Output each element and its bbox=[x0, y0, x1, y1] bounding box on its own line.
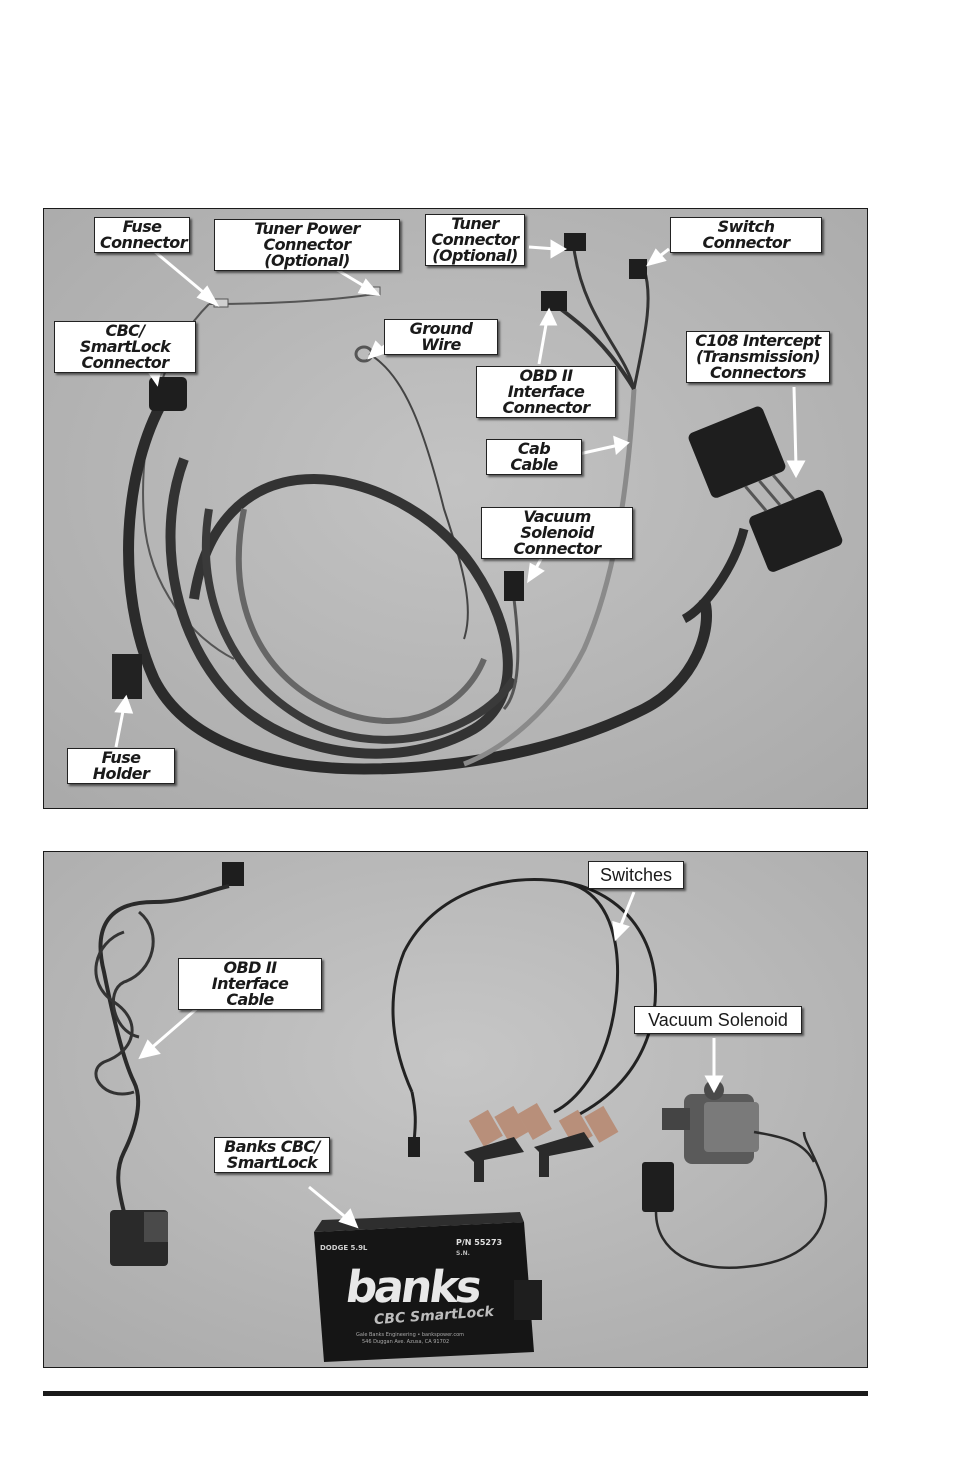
vacuum-solenoid-connector-label: Vacuum Solenoid Connector bbox=[481, 507, 633, 559]
footer-rule bbox=[43, 1391, 868, 1396]
fuse-connector-label: Fuse Connector bbox=[94, 217, 190, 253]
cab-cable-label: Cab Cable bbox=[486, 439, 582, 475]
obd-ii-interface-cable-label: OBD II Interface Cable bbox=[178, 958, 322, 1010]
fuse-holder-label: Fuse Holder bbox=[67, 748, 175, 784]
tuner-connector-label: Tuner Connector (Optional) bbox=[425, 214, 525, 266]
switch-connector-label: Switch Connector bbox=[670, 217, 822, 253]
obd-ii-interface-connector-label: OBD II Interface Connector bbox=[476, 366, 616, 418]
device-footer-line1: Gale Banks Engineering • bankspower.com bbox=[356, 1332, 465, 1338]
banks-cbc-smartlock-module bbox=[314, 1212, 542, 1362]
components-photo: DODGE 5.9L P/N 55273 S.N. banks CBC Smar… bbox=[43, 851, 868, 1368]
wiring-harness-illustration bbox=[44, 209, 867, 808]
banks-cbc-smartlock-label: Banks CBC/ SmartLock bbox=[214, 1137, 330, 1173]
c108-intercept-connectors-label: C108 Intercept (Transmission) Connectors bbox=[686, 331, 830, 383]
cbc-smartlock-connector-label: CBC/ SmartLock Connector bbox=[54, 321, 196, 373]
tuner-power-connector-label: Tuner Power Connector (Optional) bbox=[214, 219, 400, 271]
wiring-harness-photo: Fuse Connector Tuner Power Connector (Op… bbox=[43, 208, 868, 809]
device-serial: S.N. bbox=[456, 1250, 470, 1257]
device-footer-line2: 546 Duggan Ave. Azusa, CA 91702 bbox=[362, 1339, 450, 1345]
switches-label: Switches bbox=[588, 861, 684, 889]
device-part-number: P/N 55273 bbox=[456, 1238, 503, 1247]
components-illustration bbox=[44, 852, 867, 1367]
ground-wire-label: Ground Wire bbox=[384, 319, 498, 355]
vacuum-solenoid-label: Vacuum Solenoid bbox=[634, 1006, 802, 1034]
device-model-label: DODGE 5.9L bbox=[320, 1244, 368, 1252]
